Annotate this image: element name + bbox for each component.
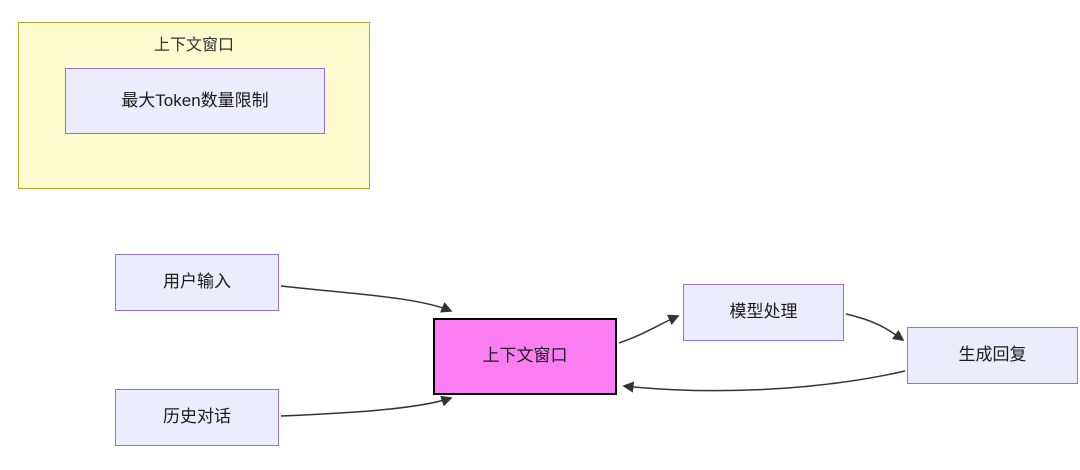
node-model-processing: 模型处理 (683, 284, 844, 341)
edge-context-to-model (618, 314, 680, 344)
edge-reply-to-context (622, 370, 906, 393)
node-generate-reply: 生成回复 (907, 327, 1078, 384)
subgraph-title: 上下文窗口 (153, 37, 234, 54)
edge-model-to-reply (845, 313, 905, 341)
edge-history-to-context (280, 395, 453, 417)
node-history-dialog: 历史对话 (115, 389, 279, 446)
node-context-window: 上下文窗口 (433, 318, 617, 395)
node-user-input: 用户输入 (115, 254, 279, 311)
edge-user-input-to-context (280, 285, 453, 313)
node-max-token-limit: 最大Token数量限制 (65, 68, 325, 134)
